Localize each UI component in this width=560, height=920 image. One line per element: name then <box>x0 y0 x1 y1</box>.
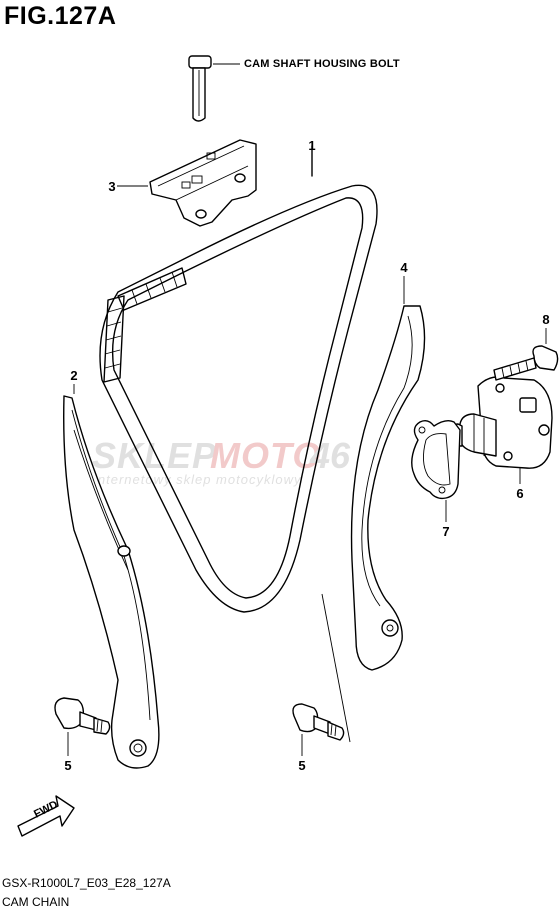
chain-links <box>103 267 187 383</box>
fwd-arrow-icon <box>17 795 75 837</box>
part-5-bolt-right <box>292 593 351 756</box>
cam-shaft-housing-bolt <box>188 55 240 122</box>
callout-5-right: 5 <box>298 758 306 773</box>
part-1-cam-chain <box>99 145 378 613</box>
part-7-gasket <box>411 419 461 522</box>
figure-section-name: CAM CHAIN <box>2 895 70 909</box>
callout-6: 6 <box>516 486 524 501</box>
callout-7: 7 <box>442 524 450 539</box>
svg-text:internetowy sklep motocyklowy: internetowy sklep motocyklowy <box>94 472 302 487</box>
svg-text:SKLEP: SKLEP <box>92 435 217 476</box>
callout-1: 1 <box>308 138 316 153</box>
callout-4: 4 <box>400 260 408 275</box>
callout-2: 2 <box>70 368 78 383</box>
part-5-bolt-left <box>54 697 111 756</box>
part-3-guide-plate <box>117 139 257 227</box>
figure-model-code: GSX-R1000L7_E03_E28_127A <box>2 876 171 890</box>
watermark-logo: SKLEP MOTO 46 internetowy sklep motocykl… <box>92 435 351 487</box>
callout-3: 3 <box>108 179 116 194</box>
part-2-chain-guide <box>63 384 160 769</box>
part-8-adjuster-bolt <box>493 328 559 381</box>
callout-5-left: 5 <box>64 758 72 773</box>
svg-text:46: 46 <box>309 435 351 476</box>
svg-text:MOTO: MOTO <box>210 435 321 476</box>
callout-8: 8 <box>542 312 550 327</box>
callout-cam-shaft-housing-bolt: CAM SHAFT HOUSING BOLT <box>244 58 400 70</box>
figure-title: FIG.127A <box>4 2 117 30</box>
part-6-tension-adjuster <box>452 376 553 484</box>
part-4-tensioner-slipper <box>350 276 426 671</box>
